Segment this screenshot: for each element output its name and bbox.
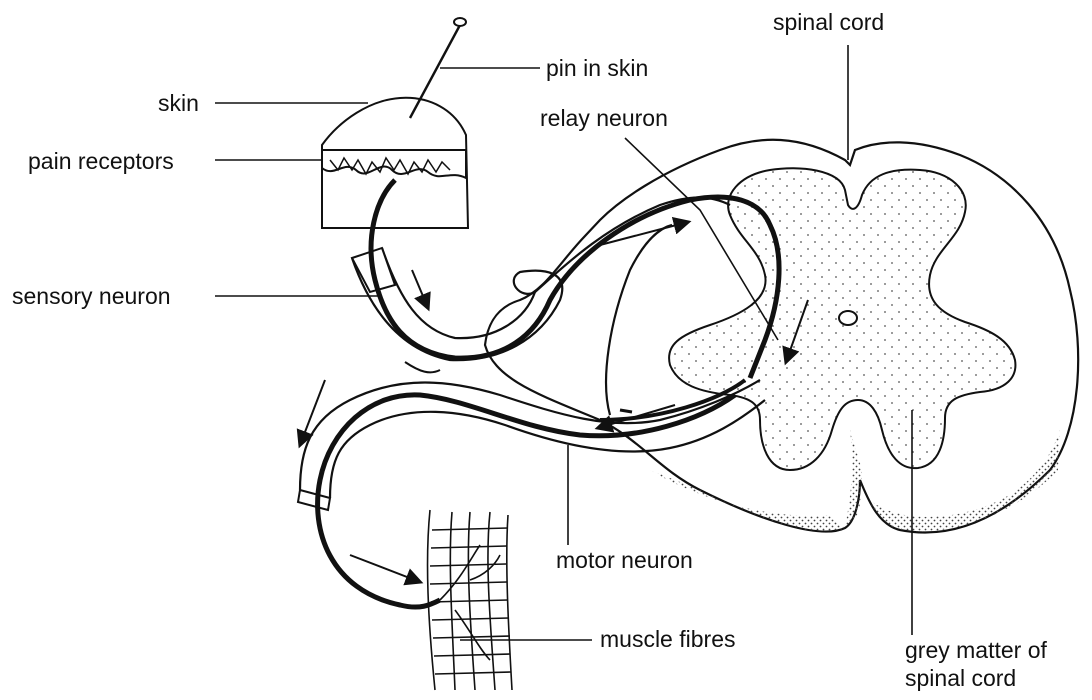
- label-grey-matter-line2: spinal cord: [905, 666, 1016, 691]
- label-pin-in-skin: pin in skin: [546, 56, 648, 81]
- skin-block: [322, 98, 468, 228]
- label-relay-neuron: relay neuron: [540, 106, 668, 131]
- label-sensory-neuron: sensory neuron: [12, 284, 171, 309]
- label-skin: skin: [158, 91, 199, 116]
- arrow-sensory-down: [412, 270, 428, 308]
- arrow-to-muscle: [350, 555, 420, 582]
- pin-head: [454, 18, 466, 26]
- label-spinal-cord: spinal cord: [773, 10, 884, 35]
- label-motor-neuron: motor neuron: [556, 548, 693, 573]
- label-grey-matter-line1: grey matter of: [905, 638, 1047, 663]
- central-canal: [839, 311, 857, 325]
- label-pain-receptors: pain receptors: [28, 149, 174, 174]
- arrow-motor-down: [300, 380, 325, 445]
- motor-neuron: [318, 395, 735, 607]
- label-muscle-fibres: muscle fibres: [600, 627, 735, 652]
- muscle-fibres-drawing: [428, 510, 512, 690]
